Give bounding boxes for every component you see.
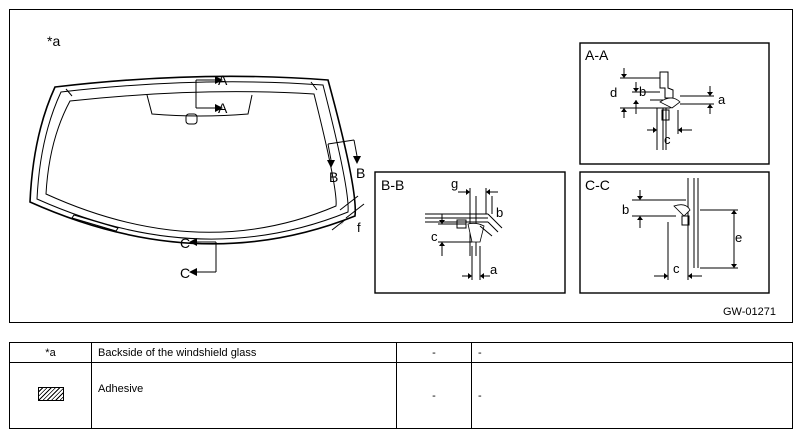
section-aa-panel: A-A d b a c (579, 42, 770, 165)
aa-dim-d: d (610, 85, 617, 100)
legend-description: Adhesive (91, 362, 397, 429)
legend-col4: - (471, 362, 793, 429)
diagram-canvas: *a A A B B C C (29, 33, 776, 318)
bb-dim-c: c (431, 229, 438, 244)
legend-col3: - (396, 362, 472, 429)
legend-row: Adhesive - - (9, 362, 793, 429)
legend-description: Backside of the windshield glass (91, 342, 397, 363)
cc-dim-c: c (673, 261, 680, 276)
view-label: *a (47, 33, 60, 49)
dimension-f: f (331, 195, 365, 235)
legend-table: *a Backside of the windshield glass - - … (9, 342, 793, 429)
section-cc-panel: C-C b e c (579, 171, 770, 294)
section-c-label-bottom: C (180, 265, 190, 281)
section-a-marker: A A (195, 72, 228, 116)
cc-dim-e: e (735, 230, 742, 245)
cc-title: C-C (585, 177, 610, 193)
section-a-label-bottom: A (218, 100, 228, 116)
section-c-marker: C C (180, 235, 217, 281)
legend-col3: - (396, 342, 472, 363)
legend-key (9, 362, 92, 429)
aa-dim-c: c (664, 132, 671, 147)
cc-dim-b: b (622, 202, 629, 217)
bb-dim-b: b (496, 205, 503, 220)
section-bb-panel: B-B g b c a (374, 171, 566, 294)
section-b-label-left: B (329, 169, 338, 185)
section-c-label-top: C (180, 235, 190, 251)
section-a-label-top: A (218, 72, 228, 88)
aa-title: A-A (585, 47, 609, 63)
windshield-diagram: *a A A B B C C (9, 9, 793, 323)
adhesive-hatch-icon (37, 387, 64, 401)
bb-title: B-B (381, 177, 404, 193)
bb-dim-a: a (490, 262, 498, 277)
legend-key: *a (9, 342, 92, 363)
legend-col4: - (471, 342, 793, 363)
dim-f-label: f (357, 220, 361, 235)
bb-dim-g: g (451, 176, 458, 191)
section-b-label-right: B (356, 165, 365, 181)
aa-dim-a: a (718, 92, 726, 107)
section-b-marker: B B (327, 139, 365, 185)
figure-code: GW-01271 (723, 306, 776, 318)
aa-dim-b: b (639, 84, 646, 99)
windshield-glass (29, 75, 357, 245)
legend-row: *a Backside of the windshield glass - - (9, 342, 793, 363)
mirror-mount (185, 113, 198, 125)
